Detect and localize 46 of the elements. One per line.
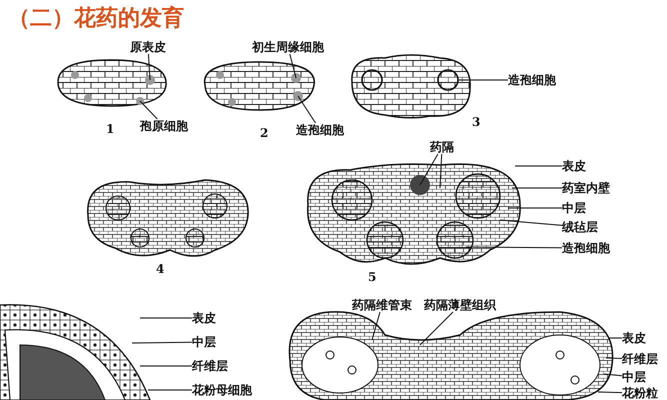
leader-line [606,358,622,359]
part-label: 表皮 [192,311,216,325]
part-label: 纤维层 [192,359,228,373]
anther-wall-detail-drawing [0,304,151,400]
part-label: 中层 [562,201,586,215]
part-label: 药隔薄壁组织 [424,298,496,312]
leader-line [440,154,442,188]
part-label: 初生周缘细胞 [252,40,324,54]
part-label: 药室内壁 [562,181,610,195]
part-label: 药隔维管束 [352,298,412,312]
part-label: 造孢细胞 [296,123,344,137]
young-anther-drawing [351,54,471,119]
part-label: 造孢细胞 [508,73,556,87]
four-lobed-anther-drawing [87,179,249,257]
part-label: 花粉粒 [622,386,658,400]
part-label: 表皮 [622,331,646,345]
figure-number: 1 [106,122,114,136]
leader-line [466,246,562,248]
leader-line [500,220,562,226]
leader-line [298,96,316,124]
part-label: 花粉母细胞 [192,383,252,397]
part-label: 中层 [622,370,646,384]
part-label: 表皮 [562,159,586,173]
leader-line [289,54,296,78]
leader-line [132,342,192,344]
anther-primordium-drawing [204,61,315,111]
part-label: 纤维层 [622,352,658,366]
part-label: 绒毡层 [562,220,598,234]
leader-line [420,312,454,346]
part-label: 药隔 [430,140,454,154]
anther-primordium-drawing [57,59,167,107]
heading: （二）花药的发育 [8,6,184,32]
part-label: 中层 [192,335,216,349]
part-label: 造孢细胞 [562,241,610,255]
figure-number: 4 [156,262,164,276]
leader-line [598,392,622,394]
four-lobed-anther-drawing [307,163,521,265]
leader-line [420,154,438,186]
figure-number: 2 [260,126,268,140]
figure-number: 3 [472,115,480,129]
figure-number: 5 [368,270,376,284]
leader-line [140,100,158,120]
mature-anther-drawing [288,311,614,400]
part-label: 孢原细胞 [140,119,188,133]
leader-line [604,374,622,376]
part-label: 原表皮 [130,40,166,54]
